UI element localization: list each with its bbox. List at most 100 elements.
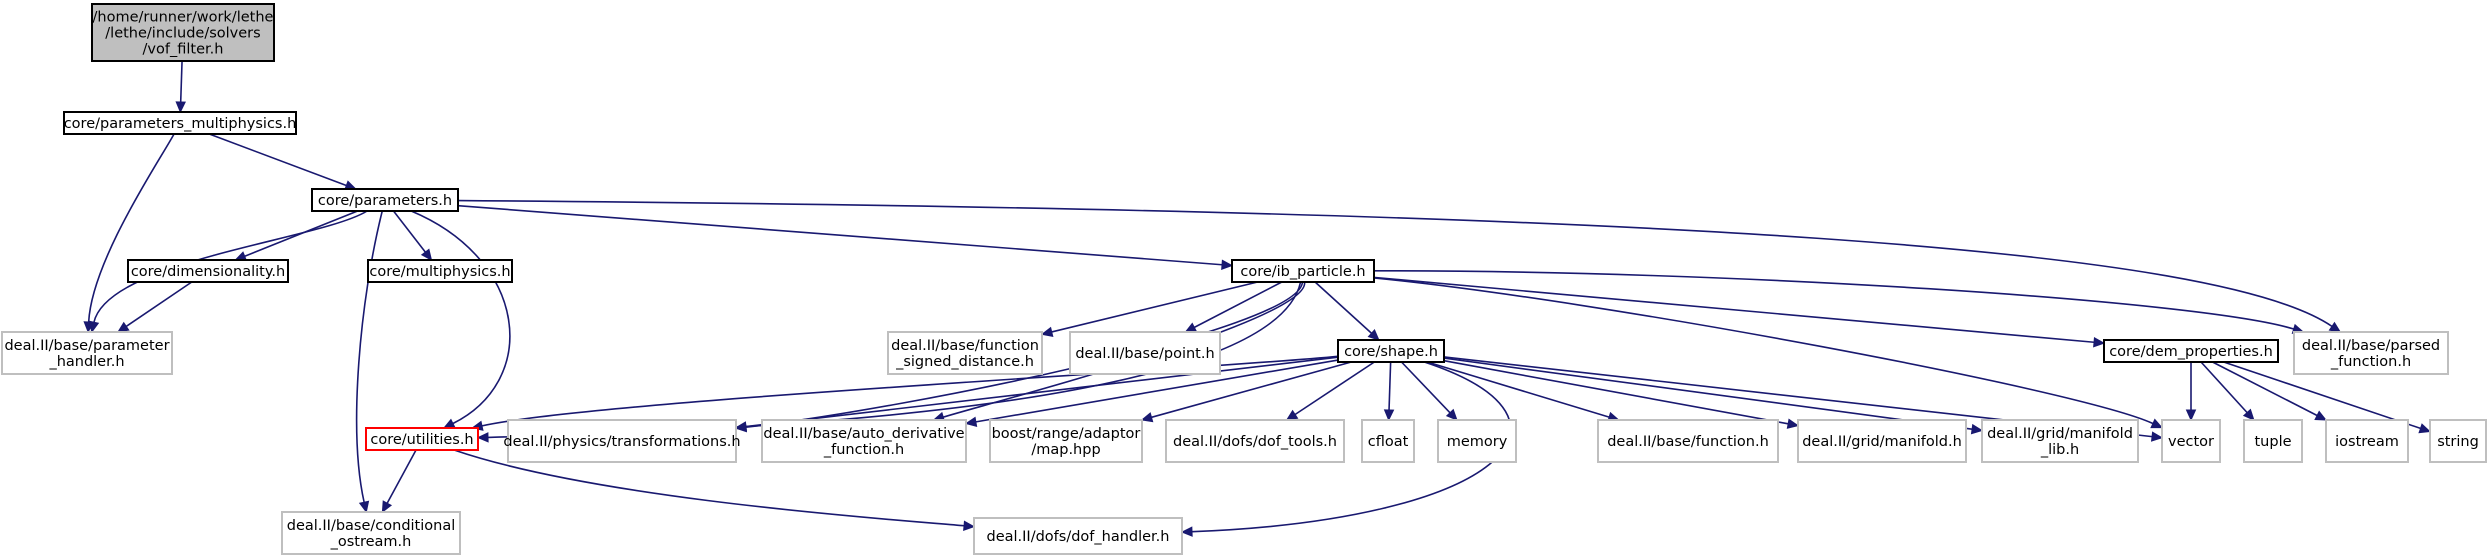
arrowhead-icon xyxy=(442,418,456,429)
node-label: deal.II/physics/transformations.h xyxy=(503,434,740,450)
node-label: _signed_distance.h xyxy=(895,354,1034,370)
edge-n6-n9 xyxy=(1193,281,1283,329)
node-deal-ii-grid-manifold-h: deal.II/grid/manifold.h xyxy=(1797,419,1967,463)
arrowhead-icon xyxy=(358,500,370,514)
edge-n11-n23 xyxy=(2200,361,2248,414)
node-memory: memory xyxy=(1437,419,1517,463)
edge-n10-n18 xyxy=(1400,361,1451,414)
node-label: deal.II/base/parsed xyxy=(2302,338,2440,354)
arrowhead-icon xyxy=(1445,408,1458,421)
node-vector: vector xyxy=(2161,419,2221,463)
node-box xyxy=(2325,419,2409,463)
node-label: deal.II/base/function xyxy=(891,338,1039,354)
edge-n10-n14 xyxy=(975,359,1339,423)
node-deal-ii-physics-transformations-h: deal.II/physics/transformations.h xyxy=(503,419,741,463)
node-label: /vof_filter.h xyxy=(143,42,224,58)
node-core-ib-particle-h[interactable]: core/ib_particle.h xyxy=(1231,259,1375,283)
edge-n2-n4 xyxy=(244,210,358,258)
nodes: /home/runner/work/lethe/lethe/include/so… xyxy=(1,3,2487,555)
node-label: deal.II/base/point.h xyxy=(1075,346,1214,362)
node-box xyxy=(2293,331,2449,375)
node-core-parameters-multiphysics-h[interactable]: core/parameters_multiphysics.h xyxy=(63,111,297,135)
node-label: vector xyxy=(2168,434,2214,450)
node-home-runner-work-lethe-lethe-include-solvers-vof-filter-h[interactable]: /home/runner/work/lethe/lethe/include/so… xyxy=(91,3,275,62)
node-label: tuple xyxy=(2254,434,2291,450)
arrowhead-icon xyxy=(2314,410,2328,421)
node-label: deal.II/grid/manifold.h xyxy=(1802,434,1962,450)
arrowhead-icon xyxy=(1184,322,1198,333)
node-label: core/parameters_multiphysics.h xyxy=(64,116,297,132)
arrowhead-icon xyxy=(1285,409,1299,421)
edge-n10-n12 xyxy=(481,355,1339,427)
node-box xyxy=(1437,419,1517,463)
node-box xyxy=(365,427,479,451)
node-deal-ii-base-point-h: deal.II/base/point.h xyxy=(1069,331,1221,375)
node-box xyxy=(2103,339,2279,363)
edge-n12-n27 xyxy=(453,449,965,527)
arrowhead-icon xyxy=(116,321,130,333)
node-label: _lib.h xyxy=(2040,442,2079,458)
node-box xyxy=(1069,331,1221,375)
edge-n10-n13 xyxy=(745,356,1339,428)
arrowhead-icon xyxy=(476,432,489,443)
edge-n6-n10 xyxy=(1314,281,1373,334)
node-deal-ii-base-function-h: deal.II/base/function.h xyxy=(1597,419,1779,463)
edge-n2-n7 xyxy=(457,199,2333,328)
node-cfloat: cfloat xyxy=(1361,419,1415,463)
edge-n1-n2 xyxy=(209,133,347,187)
edge-n2-n3 xyxy=(93,210,368,323)
node-box xyxy=(1231,259,1375,283)
node-label: iostream xyxy=(2335,434,2399,450)
node-core-dimensionality-h[interactable]: core/dimensionality.h xyxy=(127,259,289,283)
edge-n2-n12 xyxy=(410,210,511,425)
arrowhead-icon xyxy=(1367,329,1380,341)
arrowhead-icon xyxy=(1221,259,1234,270)
node-label: core/utilities.h xyxy=(370,432,473,448)
node-label: string xyxy=(2437,434,2479,450)
node-label: deal.II/base/conditional xyxy=(287,518,456,534)
node-core-multiphysics-h[interactable]: core/multiphysics.h xyxy=(367,259,513,283)
arrowhead-icon xyxy=(175,101,186,114)
node-label: deal.II/base/auto_derivative xyxy=(763,426,964,442)
edge-n1-n3 xyxy=(87,133,175,323)
node-box xyxy=(887,331,1043,375)
node-deal-ii-grid-manifold-lib-h: deal.II/grid/manifold_lib.h xyxy=(1981,419,2139,463)
node-label: boost/range/adaptor xyxy=(992,426,1141,442)
node-core-shape-h[interactable]: core/shape.h xyxy=(1337,339,1445,363)
node-box xyxy=(2243,419,2303,463)
arrowhead-icon xyxy=(420,248,433,261)
node-core-dem-properties-h[interactable]: core/dem_properties.h xyxy=(2103,339,2279,363)
node-deal-ii-base-parameter-handler-h: deal.II/base/parameter_handler.h xyxy=(1,331,173,375)
node-deal-ii-base-conditional-ostream-h: deal.II/base/conditional_ostream.h xyxy=(281,511,461,555)
node-label: _ostream.h xyxy=(330,534,412,550)
node-deal-ii-base-auto-derivative-function-h: deal.II/base/auto_derivative_function.h xyxy=(761,419,967,463)
node-label: /map.hpp xyxy=(1031,442,1100,458)
node-label: deal.II/base/parameter xyxy=(4,338,169,354)
node-string: string xyxy=(2429,419,2487,463)
node-core-utilities-h[interactable]: core/utilities.h xyxy=(365,427,479,451)
edge-n12-n26 xyxy=(386,449,417,504)
node-label: core/shape.h xyxy=(1344,344,1438,360)
arrowhead-icon xyxy=(1140,412,1154,423)
node-deal-ii-dofs-dof-handler-h: deal.II/dofs/dof_handler.h xyxy=(973,517,1183,555)
node-box xyxy=(367,259,513,283)
arrowhead-icon xyxy=(2418,423,2432,434)
node-label: core/multiphysics.h xyxy=(369,264,510,280)
node-label: core/ib_particle.h xyxy=(1240,264,1365,280)
node-box xyxy=(973,517,1183,555)
node-box xyxy=(1597,419,1779,463)
edge-n11-n25 xyxy=(2223,361,2421,430)
node-box xyxy=(2161,419,2221,463)
edge-n10-n16 xyxy=(1294,361,1375,416)
arrowhead-icon xyxy=(963,520,976,531)
node-box xyxy=(1337,339,1445,363)
node-label: core/dem_properties.h xyxy=(2109,344,2273,360)
node-box xyxy=(989,419,1143,463)
node-boost-range-adaptor-map-hpp: boost/range/adaptor/map.hpp xyxy=(989,419,1143,463)
edge-n10-n21 xyxy=(1443,357,1973,430)
arrowhead-icon xyxy=(2150,418,2164,429)
edge-n6-n22 xyxy=(1373,277,2154,425)
node-core-parameters-h[interactable]: core/parameters.h xyxy=(311,188,459,212)
edge-n10-n27 xyxy=(1191,361,1512,533)
arrowhead-icon xyxy=(1180,526,1193,537)
